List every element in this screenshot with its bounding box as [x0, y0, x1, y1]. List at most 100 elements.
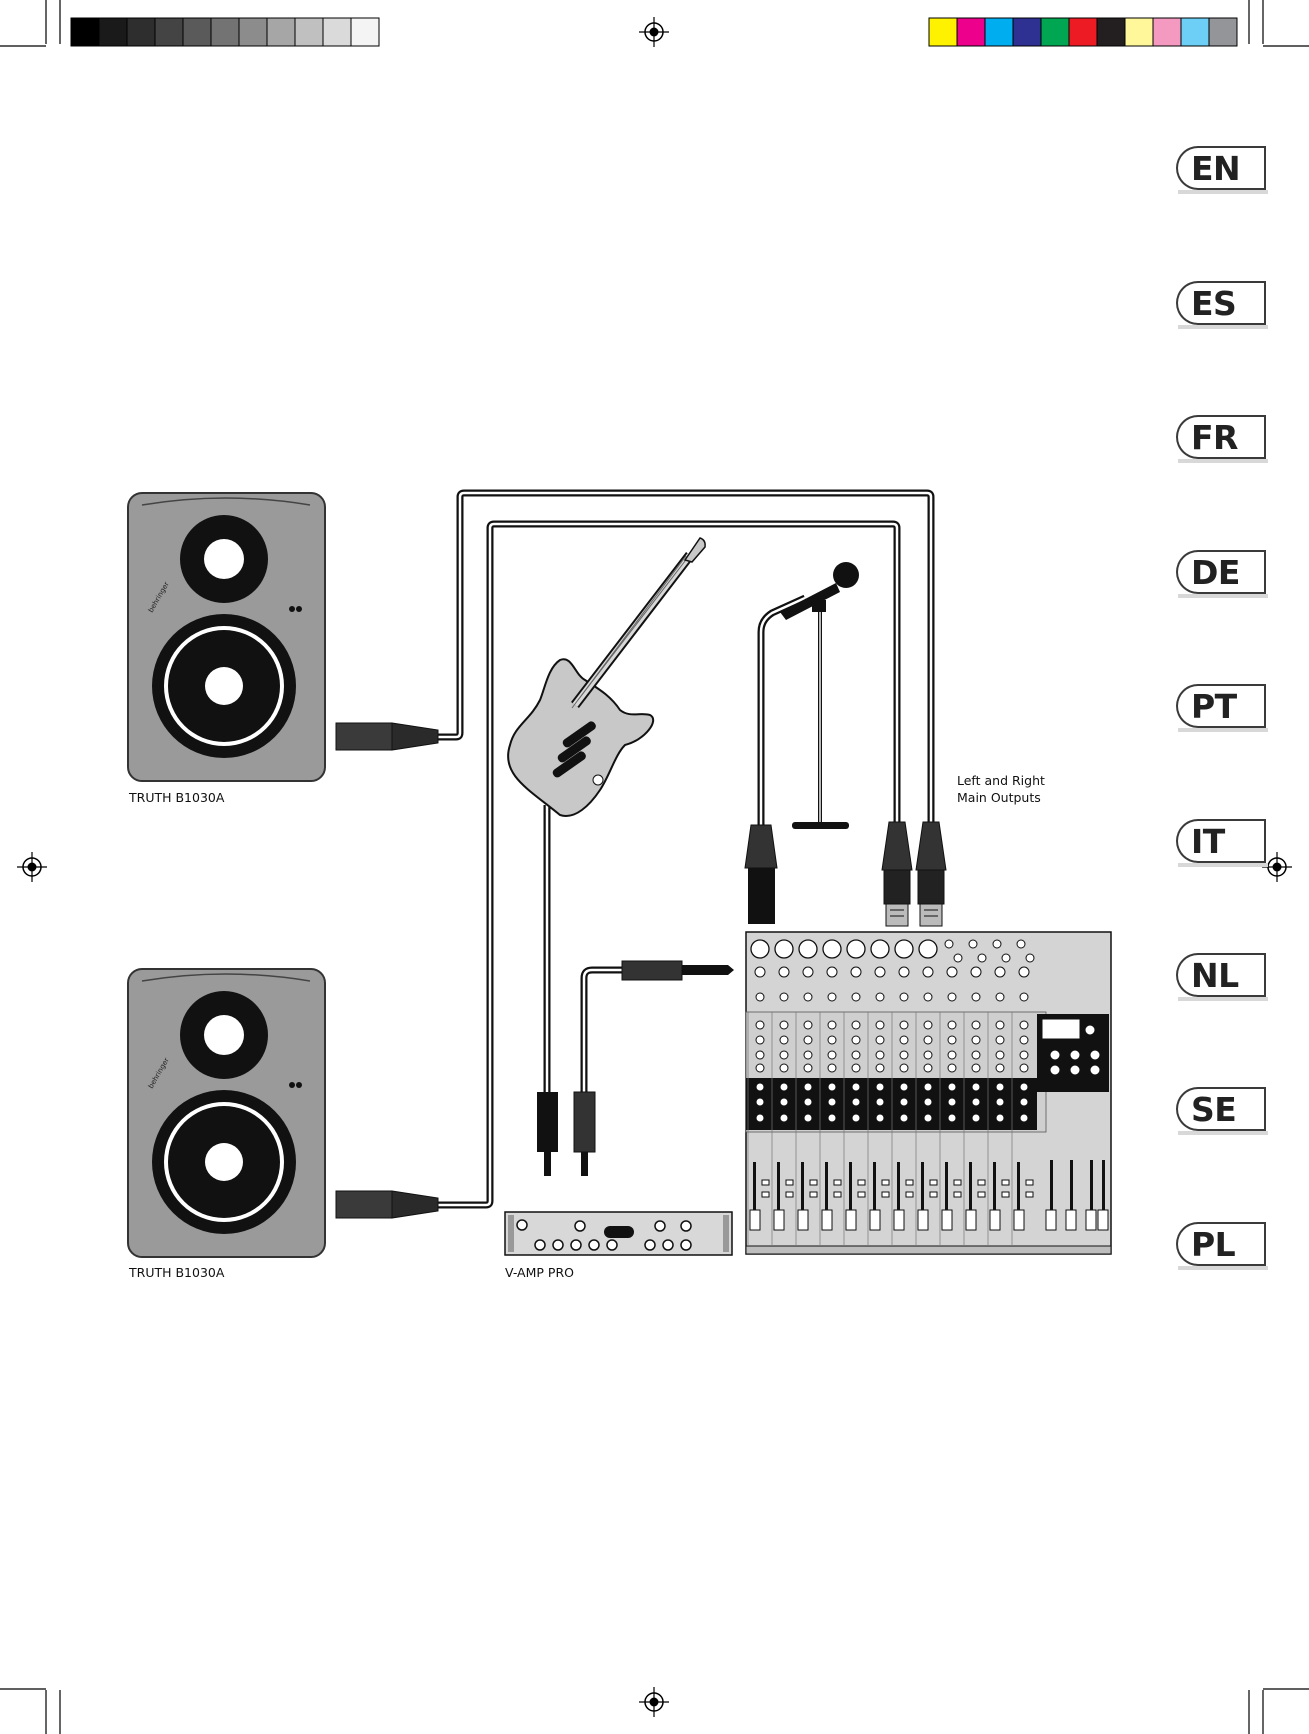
aux-knob	[1020, 1083, 1028, 1091]
fader-cap	[966, 1210, 976, 1230]
vamp-knob	[517, 1220, 527, 1230]
color-swatch	[1097, 18, 1125, 46]
channel-button	[1026, 1180, 1033, 1185]
eq-knob	[780, 1064, 788, 1072]
eq-knob	[804, 1036, 812, 1044]
aux-knob	[828, 1083, 836, 1091]
gain-knob	[948, 993, 956, 1001]
language-tab-it[interactable]: IT	[1176, 819, 1266, 863]
color-swatch	[1125, 18, 1153, 46]
eq-knob	[756, 1021, 764, 1029]
language-tab-en[interactable]: EN	[1176, 146, 1266, 190]
eq-knob	[780, 1021, 788, 1029]
speaker-bottom: behringer	[128, 969, 325, 1257]
eq-knob	[996, 1021, 1004, 1029]
vamp-knob	[575, 1221, 585, 1231]
eq-knob	[852, 1021, 860, 1029]
eq-knob	[852, 1064, 860, 1072]
language-tab-de[interactable]: DE	[1176, 550, 1266, 594]
grayscale-calibration-bar	[71, 18, 379, 46]
vamp-knob	[681, 1221, 691, 1231]
aux-knob	[876, 1083, 884, 1091]
xlr-input-jack	[823, 940, 841, 958]
gain-knob	[972, 993, 980, 1001]
channel-button	[930, 1180, 937, 1185]
channel-button	[978, 1192, 985, 1197]
color-swatch	[1153, 18, 1181, 46]
channel-button	[834, 1180, 841, 1185]
registration-mark-icon	[639, 17, 669, 47]
guitar-plug	[537, 1092, 558, 1176]
master-knob	[1051, 1066, 1059, 1074]
insert-jack	[995, 967, 1005, 977]
outputs-label-line2: Main Outputs	[957, 790, 1041, 805]
color-swatch	[1209, 18, 1237, 46]
xlr-input-jack	[847, 940, 865, 958]
xlr-input-jack	[895, 940, 913, 958]
eq-knob	[804, 1021, 812, 1029]
language-tab-pl[interactable]: PL	[1176, 1222, 1266, 1266]
gain-knob	[924, 993, 932, 1001]
aux-knob	[900, 1114, 908, 1122]
eq-knob	[948, 1021, 956, 1029]
eq-knob	[876, 1064, 884, 1072]
insert-jack	[947, 967, 957, 977]
gray-swatch	[267, 18, 295, 46]
color-swatch	[1181, 18, 1209, 46]
language-tab-pt[interactable]: PT	[1176, 684, 1266, 728]
line-input-jack	[1017, 940, 1025, 948]
channel-button	[762, 1192, 769, 1197]
vamp-knob	[681, 1240, 691, 1250]
language-tab-fr[interactable]: FR	[1176, 415, 1266, 459]
master-fader-cap	[1046, 1210, 1056, 1230]
aux-knob	[828, 1098, 836, 1106]
aux-knob	[1020, 1114, 1028, 1122]
aux-knob	[756, 1083, 764, 1091]
xlr-input-jack	[871, 940, 889, 958]
channel-button	[834, 1192, 841, 1197]
channel-button	[762, 1180, 769, 1185]
eq-knob	[948, 1051, 956, 1059]
speaker-top-label: TRUTH B1030A	[129, 790, 224, 805]
gain-knob	[996, 993, 1004, 1001]
eq-knob	[828, 1021, 836, 1029]
master-knob	[1051, 1051, 1059, 1059]
master-knob	[1091, 1066, 1099, 1074]
aux-knob	[804, 1098, 812, 1106]
gain-knob	[900, 993, 908, 1001]
language-tab-nl[interactable]: NL	[1176, 953, 1266, 997]
eq-knob	[924, 1036, 932, 1044]
line-input-jack	[1002, 954, 1010, 962]
channel-button	[858, 1192, 865, 1197]
xlr-input-jack	[751, 940, 769, 958]
eq-knob	[1020, 1021, 1028, 1029]
channel-button	[930, 1192, 937, 1197]
eq-knob	[852, 1051, 860, 1059]
aux-knob	[948, 1083, 956, 1091]
gain-knob	[1020, 993, 1028, 1001]
eq-knob	[828, 1051, 836, 1059]
aux-knob	[780, 1098, 788, 1106]
channel-button	[810, 1192, 817, 1197]
fader-cap	[774, 1210, 784, 1230]
electric-guitar	[508, 538, 705, 816]
line-input-jack	[945, 940, 953, 948]
language-tab-se[interactable]: SE	[1176, 1087, 1266, 1131]
eq-knob	[804, 1051, 812, 1059]
fader-cap	[990, 1210, 1000, 1230]
gray-swatch	[155, 18, 183, 46]
color-swatch	[985, 18, 1013, 46]
line-input-jack	[969, 940, 977, 948]
aux-knob	[900, 1098, 908, 1106]
channel-button	[906, 1192, 913, 1197]
vamp-knob	[589, 1240, 599, 1250]
eq-knob	[756, 1036, 764, 1044]
language-tab-es[interactable]: ES	[1176, 281, 1266, 325]
aux-knob	[852, 1083, 860, 1091]
eq-knob	[1020, 1064, 1028, 1072]
vamp-knob	[645, 1240, 655, 1250]
mixing-console	[746, 932, 1111, 1254]
aux-knob	[804, 1083, 812, 1091]
aux-knob	[804, 1114, 812, 1122]
